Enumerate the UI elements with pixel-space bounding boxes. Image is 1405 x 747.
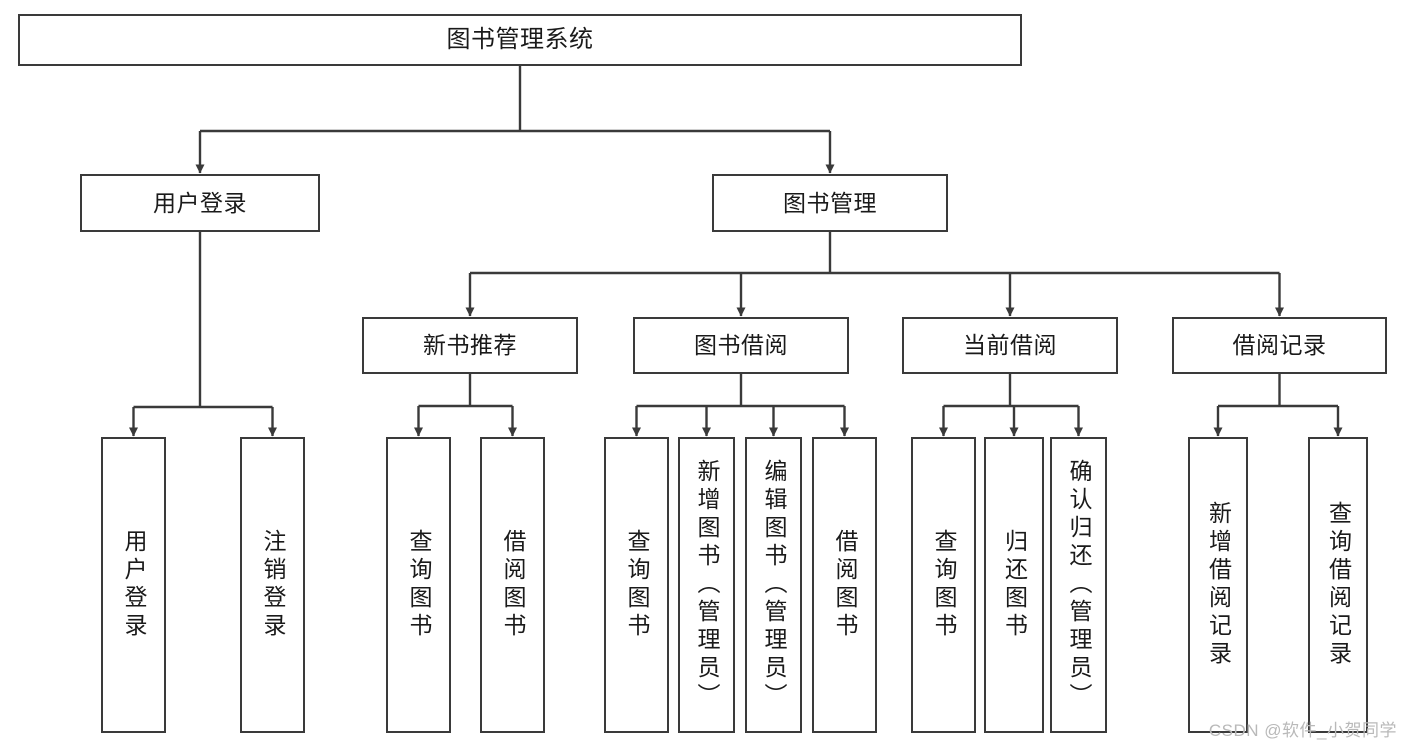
connector-lines bbox=[129, 66, 1343, 437]
node-new-book-rec[interactable]: 新书推荐 bbox=[362, 317, 578, 374]
node-leaf-13[interactable]: 查询借阅记录 bbox=[1308, 437, 1368, 733]
node-label-leaf-10: 归还图书 bbox=[1001, 529, 1028, 641]
node-borrow-record[interactable]: 借阅记录 bbox=[1172, 317, 1387, 374]
node-leaf-1[interactable]: 用户登录 bbox=[101, 437, 166, 733]
node-leaf-2[interactable]: 注销登录 bbox=[240, 437, 305, 733]
node-leaf-4[interactable]: 借阅图书 bbox=[480, 437, 545, 733]
node-label-leaf-7: 编辑图书（管理员） bbox=[761, 459, 787, 711]
node-leaf-7[interactable]: 编辑图书（管理员） bbox=[745, 437, 802, 733]
node-leaf-6[interactable]: 新增图书（管理员） bbox=[678, 437, 735, 733]
node-label-book-borrow: 图书借阅 bbox=[694, 332, 788, 359]
node-leaf-10[interactable]: 归还图书 bbox=[984, 437, 1044, 733]
node-label-leaf-5: 查询图书 bbox=[624, 529, 650, 641]
node-label-leaf-12: 新增借阅记录 bbox=[1205, 501, 1232, 669]
node-label-root: 图书管理系统 bbox=[446, 26, 594, 54]
node-label-borrow-record: 借阅记录 bbox=[1232, 332, 1327, 359]
node-label-leaf-11: 确认归还（管理员） bbox=[1066, 459, 1092, 711]
node-label-current-borrow: 当前借阅 bbox=[963, 332, 1057, 359]
node-leaf-12[interactable]: 新增借阅记录 bbox=[1188, 437, 1248, 733]
node-current-borrow[interactable]: 当前借阅 bbox=[902, 317, 1118, 374]
node-label-leaf-3: 查询图书 bbox=[406, 529, 432, 641]
node-label-new-book-rec: 新书推荐 bbox=[423, 332, 517, 359]
node-label-user-login: 用户登录 bbox=[153, 189, 247, 216]
node-label-leaf-13: 查询借阅记录 bbox=[1325, 501, 1352, 669]
node-label-leaf-4: 借阅图书 bbox=[500, 529, 526, 641]
node-label-leaf-8: 借阅图书 bbox=[832, 529, 858, 641]
node-label-leaf-6: 新增图书（管理员） bbox=[694, 459, 720, 711]
node-leaf-3[interactable]: 查询图书 bbox=[386, 437, 451, 733]
node-leaf-8[interactable]: 借阅图书 bbox=[812, 437, 877, 733]
node-leaf-9[interactable]: 查询图书 bbox=[911, 437, 976, 733]
node-label-leaf-9: 查询图书 bbox=[931, 529, 957, 641]
node-user-login[interactable]: 用户登录 bbox=[80, 174, 320, 232]
node-label-leaf-2: 注销登录 bbox=[260, 529, 286, 641]
node-leaf-11[interactable]: 确认归还（管理员） bbox=[1050, 437, 1107, 733]
watermark-text: CSDN @软件_小贺同学 bbox=[1208, 721, 1397, 740]
node-book-borrow[interactable]: 图书借阅 bbox=[633, 317, 849, 374]
node-label-leaf-1: 用户登录 bbox=[121, 529, 147, 641]
node-label-book-manage: 图书管理 bbox=[783, 189, 877, 216]
node-leaf-5[interactable]: 查询图书 bbox=[604, 437, 669, 733]
node-root[interactable]: 图书管理系统 bbox=[18, 14, 1022, 66]
node-book-manage[interactable]: 图书管理 bbox=[712, 174, 948, 232]
